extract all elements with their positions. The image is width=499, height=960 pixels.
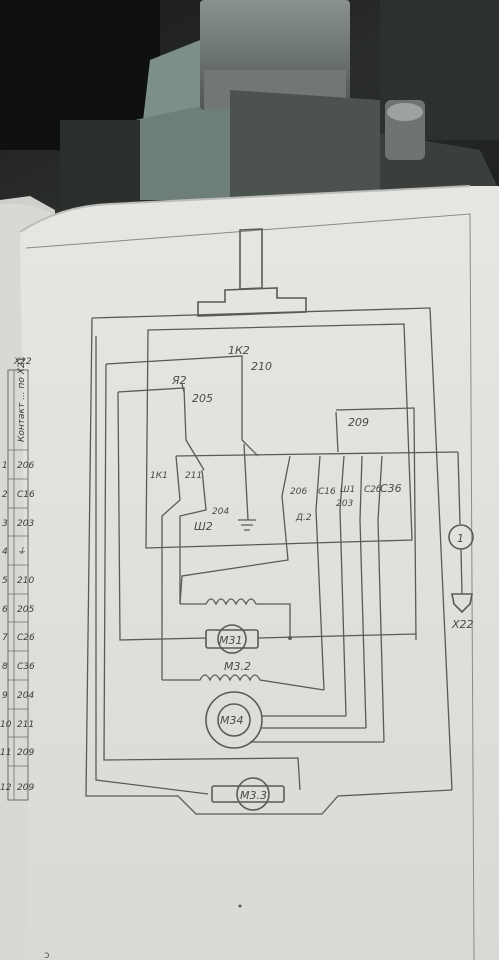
table-row-value: 203: [17, 519, 34, 529]
label-d2: Д.2: [295, 513, 312, 523]
table-column-caption: Контакт ... по X21: [17, 357, 27, 442]
sw-1k2-wire: [105, 355, 259, 457]
m33-left-wire: [95, 336, 209, 795]
sw-209-lead: [335, 411, 339, 453]
label-209: 209: [348, 416, 369, 429]
m32-winding: [162, 674, 325, 691]
machine-background: [0, 0, 499, 240]
motor-m33-rotor: [236, 777, 270, 811]
table-row-value: C36: [17, 662, 35, 672]
frame-top-wire: [91, 307, 453, 791]
sw-sh2-wire: [179, 469, 207, 604]
label-m34: М34: [220, 714, 244, 727]
table-row-num: 9: [2, 691, 8, 701]
paper: [19, 185, 499, 960]
common-bus: [175, 451, 459, 457]
table-row-num: 8: [2, 662, 8, 672]
label-lamp: 1: [457, 532, 464, 545]
table-row-value: 205: [17, 605, 34, 615]
label-c16: С16: [318, 487, 336, 497]
label-1k2: 1К2: [228, 344, 250, 357]
paper-marks: ᴐ: [44, 904, 242, 960]
table-row-value: C26: [17, 633, 35, 643]
label-m33: М3.3: [240, 789, 267, 802]
table-row-num: 5: [2, 576, 8, 586]
table-row-num: 11: [0, 748, 11, 758]
sw-209-wire: [335, 407, 417, 641]
table-row-num: 10: [0, 720, 12, 730]
label-sh2: Ш2: [194, 520, 213, 533]
ground-lead: [243, 443, 249, 521]
m33-right-wire: [103, 363, 301, 791]
motor-m33: [211, 785, 285, 803]
table-row-value: 209: [17, 783, 34, 793]
table-row-value: 204: [17, 691, 34, 701]
table-row-value: C16: [17, 490, 35, 500]
table-row-value: 206: [17, 461, 34, 471]
connector-table: X22 Контакт ... по X21 1 206 2 C16 3 203…: [0, 357, 35, 801]
sw-ya2-wire: [117, 387, 205, 471]
table-row-num: 7: [2, 633, 8, 643]
table-row-num: 4: [2, 547, 8, 557]
sw-d2-wire: [179, 455, 291, 605]
table-row-num: 12: [0, 783, 12, 793]
field-coil: [180, 598, 291, 638]
ground-icon: [238, 519, 256, 531]
connector-wire: [460, 548, 463, 595]
sw-1k1-wire: [161, 455, 181, 680]
m31-left-wire: [117, 391, 207, 641]
label-211: 211: [185, 471, 202, 481]
label-m32: М3.2: [224, 660, 251, 673]
label-210: 210: [251, 360, 272, 373]
label-x22: X22: [451, 618, 474, 631]
label-1k1: 1К1: [150, 471, 168, 481]
m34-leads: [250, 715, 384, 743]
label-206: 206: [290, 487, 307, 497]
inner-panel: [145, 323, 413, 549]
c36-wire: [377, 455, 385, 743]
table-row-num: 6: [2, 605, 8, 615]
table-row-value: ⏚: [17, 546, 26, 557]
m31-right-wire: [257, 633, 417, 639]
table-row-num: 2: [2, 490, 8, 500]
diagram-labels: 1К2 210 Я2 205 209 1К1 211 204 Ш2 206 Д.…: [150, 344, 474, 802]
table-row-num: 3: [2, 519, 8, 529]
motor-m31-rotor: [217, 624, 247, 654]
sw-sh1-wire: [339, 455, 347, 717]
label-ya2: Я2: [171, 374, 187, 387]
c16-wire: [315, 455, 325, 691]
motor-m34: [205, 691, 263, 749]
label-m31: М31: [219, 634, 243, 647]
label-c36: С36: [380, 482, 402, 495]
table-header: X22: [13, 357, 32, 367]
wiring-diagram: [85, 228, 474, 815]
sw-ya2-contact: [181, 383, 185, 393]
table-row-num: 1: [2, 461, 8, 471]
svg-text:ᴐ: ᴐ: [44, 950, 50, 960]
table-row-value: 210: [17, 576, 34, 586]
label-204: 204: [212, 507, 229, 517]
label-205: 205: [192, 392, 213, 405]
junction-dot: [288, 636, 292, 640]
table-row-value: 209: [17, 748, 34, 758]
lamp-wire: [457, 451, 461, 525]
c26-wire: [359, 455, 367, 729]
label-sh1: Ш1: [340, 485, 355, 495]
label-c26: С2б: [364, 485, 382, 495]
enclosure-outline: [85, 317, 453, 815]
table-row-value: 211: [17, 720, 34, 730]
motor-m31: [205, 629, 259, 649]
label-203: 203: [336, 499, 353, 509]
motor-m34-rotor: [217, 703, 251, 737]
connector-x22-icon: [451, 593, 473, 614]
